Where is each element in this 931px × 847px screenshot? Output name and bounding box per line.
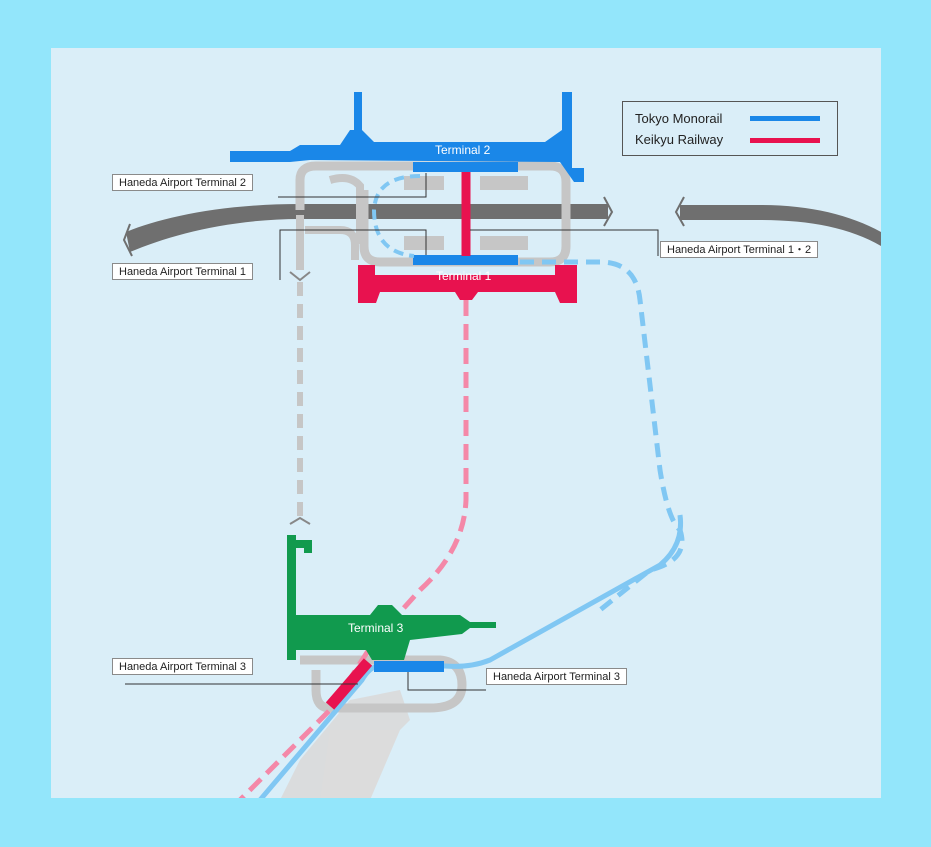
monorail-station-t1 [413, 255, 518, 265]
parking-block [404, 236, 444, 250]
terminal-2-label: Terminal 2 [435, 143, 491, 157]
leader-t1 [279, 229, 427, 280]
map-legend: Tokyo Monorail Keikyu Railway [622, 101, 838, 156]
station-label-monorail-t3[interactable]: Haneda Airport Terminal 3 [486, 668, 627, 685]
highway-end-right [674, 196, 685, 227]
legend-label-monorail: Tokyo Monorail [635, 111, 723, 126]
parking-block [404, 176, 444, 190]
highway-end-left [122, 223, 133, 257]
terminal-1-label: Terminal 1 [436, 269, 492, 283]
monorail-station-t2 [413, 162, 518, 172]
station-label-monorail-t2[interactable]: Haneda Airport Terminal 2 [112, 174, 253, 191]
access-road-inner [328, 174, 364, 244]
station-label-monorail-t1[interactable]: Haneda Airport Terminal 1 [112, 263, 253, 280]
station-label-keikyu-t12[interactable]: Haneda Airport Terminal 1・2 [660, 241, 819, 258]
monorail-station-t3 [374, 661, 444, 672]
terminal-2-building [230, 92, 584, 182]
highway-west [126, 204, 608, 252]
monorail-tunnel-2 [658, 514, 684, 567]
leader-m-t3 [407, 672, 486, 691]
access-road-end [289, 271, 311, 282]
parking-block [480, 176, 528, 190]
leader-t2 [278, 173, 427, 198]
terminal-1-building [358, 265, 577, 303]
access-road-west [296, 215, 359, 270]
legend-swatch-keikyu [750, 138, 820, 143]
parking-block [480, 236, 528, 250]
highway-east [680, 205, 881, 246]
monorail-tunnel-loop [371, 174, 421, 258]
terminal-3-label: Terminal 3 [348, 621, 404, 635]
keikyu-tunnel [238, 300, 469, 798]
monorail-tunnel [520, 259, 685, 612]
legend-swatch-monorail [750, 116, 820, 121]
highway-end-mid [603, 196, 614, 227]
legend-label-keikyu: Keikyu Railway [635, 132, 724, 147]
apron-area-2 [320, 730, 400, 798]
access-road-start [289, 516, 311, 525]
leader-t12 [470, 229, 659, 256]
station-label-keikyu-t3[interactable]: Haneda Airport Terminal 3 [112, 658, 253, 675]
terminal-3-building [287, 535, 496, 660]
access-road-loop [295, 161, 571, 267]
